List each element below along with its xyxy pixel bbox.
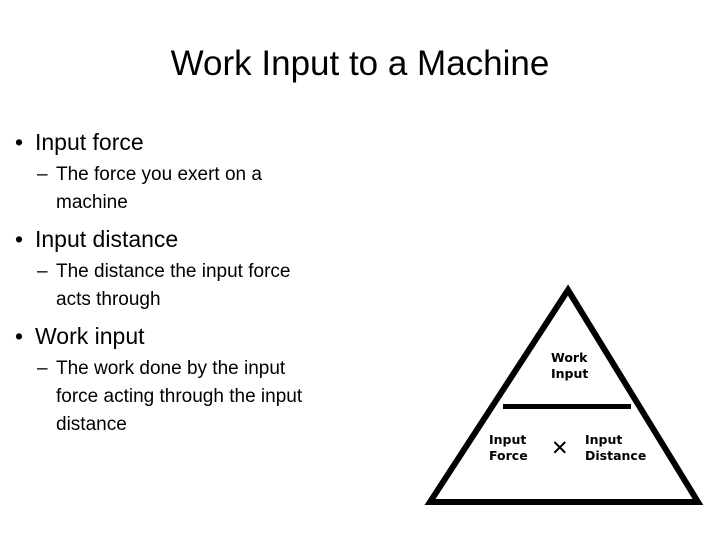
- bullet-item-work-input: • Work input: [0, 320, 420, 353]
- bullet-marker: •: [15, 226, 24, 252]
- bullet-list: • Input force – The force you exert on a…: [0, 126, 420, 445]
- sub-bullet-item-input-force: – The force you exert on a machine: [0, 161, 420, 217]
- sub-bullet-line: The work done by the input: [56, 358, 286, 379]
- sub-bullet-line: The force you exert on a: [56, 164, 262, 185]
- multiply-icon: ✕: [551, 436, 569, 460]
- bullet-item-input-distance: • Input distance: [0, 223, 420, 256]
- sub-bullet-marker: –: [37, 358, 48, 379]
- sub-bullet-line: The distance the input force: [56, 261, 291, 282]
- bullet-label: Work input: [35, 323, 145, 349]
- bullet-marker: •: [15, 323, 24, 349]
- sub-bullet-line: distance: [56, 414, 127, 435]
- bullet-group: • Input distance – The distance the inpu…: [0, 223, 420, 314]
- numerator-line: Work: [551, 350, 588, 365]
- sub-bullet-marker: –: [37, 261, 48, 282]
- fraction-bar: [503, 404, 631, 409]
- sub-bullet-line: force acting through the input: [56, 386, 303, 407]
- bullet-marker: •: [15, 129, 24, 155]
- triangle-numerator-label: Work Input: [551, 350, 588, 382]
- denominator-left-line: Force: [489, 448, 528, 463]
- numerator-line: Input: [551, 366, 589, 381]
- denominator-right-line: Distance: [585, 448, 647, 463]
- triangle-denominator-left-label: Input Force: [489, 432, 528, 464]
- sub-bullet-marker: –: [37, 164, 48, 185]
- sub-bullet-line: machine: [56, 192, 128, 213]
- sub-bullet-item-work-input: – The work done by the input force actin…: [0, 355, 420, 439]
- sub-bullet-item-input-distance: – The distance the input force acts thro…: [0, 258, 420, 314]
- denominator-right-line: Input: [585, 432, 623, 447]
- formula-triangle-diagram: Work Input Input Force ✕ Input Distance: [420, 280, 710, 512]
- bullet-label: Input distance: [35, 226, 179, 252]
- bullet-group: • Work input – The work done by the inpu…: [0, 320, 420, 439]
- triangle-denominator-right-label: Input Distance: [585, 432, 646, 464]
- bullet-item-input-force: • Input force: [0, 126, 420, 159]
- denominator-left-line: Input: [489, 432, 527, 447]
- page-title: Work Input to a Machine: [170, 44, 550, 83]
- bullet-label: Input force: [35, 129, 144, 155]
- bullet-group: • Input force – The force you exert on a…: [0, 126, 420, 217]
- sub-bullet-line: acts through: [56, 289, 161, 310]
- triangle-outline-icon: [424, 284, 704, 505]
